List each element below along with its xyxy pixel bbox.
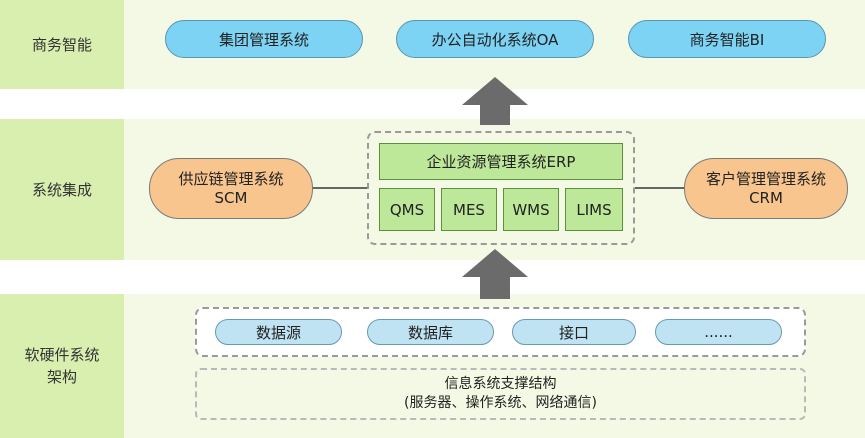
crm-system: 客户管理管理系统 CRM xyxy=(684,158,848,219)
bi-system-bi: 商务智能BI xyxy=(628,20,826,58)
bi-system-label: 办公自动化系统OA xyxy=(431,30,559,49)
erp-module-qms: QMS xyxy=(379,188,435,231)
data-item-label: 接口 xyxy=(558,323,589,342)
data-item-source: 数据源 xyxy=(215,319,342,345)
integration-layer-label-text: 系统集成 xyxy=(31,180,92,199)
erp-module-label: QMS xyxy=(389,200,425,219)
erp-module-wms: WMS xyxy=(503,188,559,231)
data-item-interface: 接口 xyxy=(512,319,636,345)
erp-crm-connector xyxy=(634,187,684,189)
bi-layer-label: 商务智能 xyxy=(0,0,124,89)
erp-module-label: MES xyxy=(453,200,485,219)
info-structure-box: 信息系统支撑结构 (服务器、操作系统、网络通信) xyxy=(195,368,806,420)
info-structure-line1: 信息系统支撑结构 xyxy=(444,376,557,392)
bi-system-label: 集团管理系统 xyxy=(218,30,309,49)
crm-label-line2: CRM xyxy=(749,188,783,207)
bi-system-oa: 办公自动化系统OA xyxy=(396,20,594,58)
data-item-label: ...... xyxy=(704,323,733,341)
bi-system-label: 商务智能BI xyxy=(689,30,765,49)
integration-layer-label: 系统集成 xyxy=(0,119,124,260)
erp-module-lims: LIMS xyxy=(565,188,623,231)
scm-label-line1: 供应链管理系统 xyxy=(178,169,284,188)
infra-layer-label: 软硬件系统 架构 xyxy=(0,294,124,438)
scm-erp-connector xyxy=(312,187,368,189)
data-item-label: 数据库 xyxy=(407,323,453,342)
arrow-up-icon xyxy=(462,249,528,299)
data-item-label: 数据源 xyxy=(255,323,301,342)
data-item-database: 数据库 xyxy=(367,319,494,345)
scm-system: 供应链管理系统 SCM xyxy=(149,158,313,219)
infra-layer-label-line1: 软硬件系统 xyxy=(24,346,100,364)
erp-module-label: WMS xyxy=(512,200,550,219)
erp-module-mes: MES xyxy=(441,188,497,231)
info-structure-line2: (服务器、操作系统、网络通信) xyxy=(404,395,597,411)
erp-title-box: 企业资源管理系统ERP xyxy=(379,143,623,180)
arrow-up-icon xyxy=(462,77,528,125)
bi-system-group-mgmt: 集团管理系统 xyxy=(165,20,363,58)
bi-layer-label-text: 商务智能 xyxy=(31,35,92,54)
erp-title: 企业资源管理系统ERP xyxy=(426,153,576,171)
crm-label-line1: 客户管理管理系统 xyxy=(705,169,826,188)
infra-layer-label-line2: 架构 xyxy=(46,368,77,386)
scm-label-line2: SCM xyxy=(214,188,248,207)
erp-module-label: LIMS xyxy=(576,200,612,219)
data-item-more: ...... xyxy=(655,319,782,345)
